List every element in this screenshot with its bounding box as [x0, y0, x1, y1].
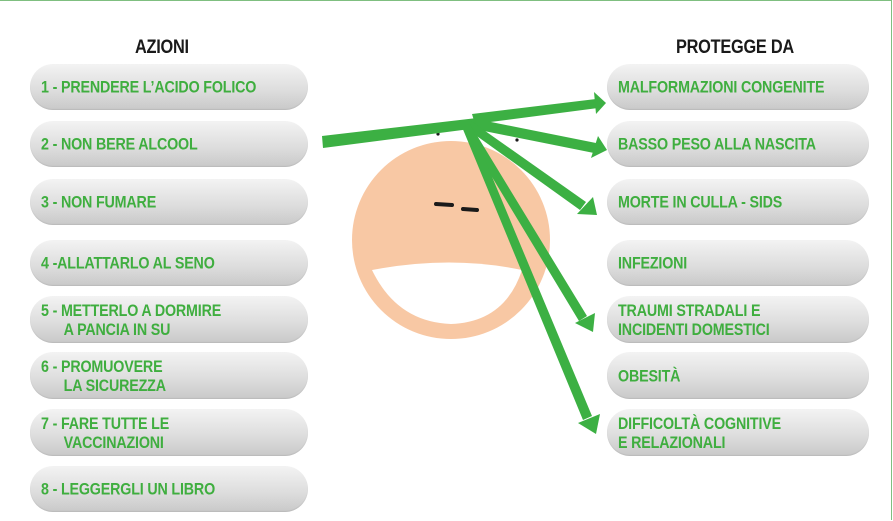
action-label: 6 - PROMUOVERE: [41, 356, 163, 376]
arrow-basso-peso: [474, 119, 596, 153]
outcome-label-cont: INCIDENTI DOMESTICI: [618, 319, 770, 339]
face-mouth: [372, 262, 522, 324]
outcome-label: OBESITÀ: [618, 366, 681, 385]
arrow-head-morte-culla: [577, 197, 597, 215]
action-item-3: 3 - NON FUMARE: [30, 179, 308, 225]
outcome-item-6: OBESITÀ: [607, 352, 869, 399]
action-item-1: 1 - PRENDERE L’ACIDO FOLICO: [30, 64, 308, 110]
action-label: 7 - FARE TUTTE LE: [41, 413, 170, 433]
outcome-label: BASSO PESO ALLA NASCITA: [618, 134, 816, 154]
arrow-head-traumi: [575, 313, 595, 332]
action-label-cont: VACCINAZIONI: [63, 432, 164, 452]
actions-column-title: AZIONI: [135, 37, 189, 58]
action-item-2: 2 - NON BERE ALCOOL: [30, 121, 308, 167]
arrows: [322, 92, 607, 434]
action-item-8: 8 - LEGGERGLI UN LIBRO: [30, 466, 308, 512]
outcomes-column-title: PROTEGGE DA: [676, 37, 794, 58]
action-item-4: 4 -ALLATTARLO AL SENO: [30, 240, 308, 286]
action-label: 8 - LEGGERGLI UN LIBRO: [41, 479, 216, 499]
arrow-traumi: [463, 124, 587, 321]
arrow-head-malformazioni: [594, 92, 606, 114]
outcome-item-2: BASSO PESO ALLA NASCITA: [607, 121, 869, 167]
arrow-head-basso-peso: [591, 136, 607, 158]
action-label: 2 - NON BERE ALCOOL: [41, 134, 198, 154]
action-label-cont: A PANCIA IN SU: [63, 319, 171, 339]
outcome-item-1: MALFORMAZIONI CONGENITE: [607, 64, 869, 110]
action-label-cont: LA SICUREZZA: [63, 375, 166, 395]
action-label: 3 - NON FUMARE: [41, 192, 157, 212]
outcome-label-cont: E RELAZIONALI: [618, 432, 726, 452]
outcome-label: MORTE IN CULLA - SIDS: [618, 192, 783, 212]
arrow-morte-culla: [467, 121, 586, 210]
face-eye-right: [461, 207, 479, 212]
outcome-label: DIFFICOLTÀ COGNITIVE: [618, 413, 781, 433]
outcome-label: MALFORMAZIONI CONGENITE: [618, 77, 825, 97]
action-label: 5 - METTERLO A DORMIRE: [41, 300, 222, 320]
outcome-item-4: INFEZIONI: [607, 240, 869, 286]
action-label: 1 - PRENDERE L’ACIDO FOLICO: [41, 77, 257, 97]
outcome-item-3: MORTE IN CULLA - SIDS: [607, 179, 869, 225]
arrow-malformazioni: [472, 99, 598, 124]
outcome-label: INFEZIONI: [618, 253, 688, 273]
arrow-head-difficolta: [578, 414, 600, 434]
face-hair-dot: [515, 138, 519, 142]
outcome-label: TRAUMI STRADALI E: [618, 300, 761, 320]
arrow-stem: [322, 118, 478, 148]
arrow-difficolta: [462, 124, 592, 420]
face-eye-left: [434, 202, 454, 207]
action-label: 4 -ALLATTARLO AL SENO: [41, 253, 215, 273]
